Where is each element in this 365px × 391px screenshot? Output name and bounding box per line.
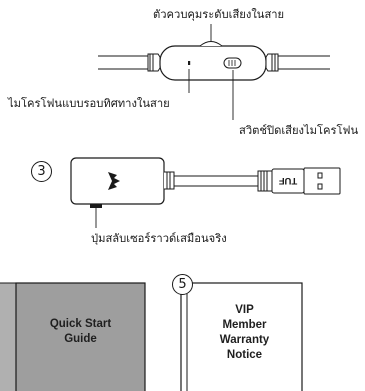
surround-toggle-label: ปุ่มสลับเซอร์ราวด์เสมือนจริง	[91, 232, 227, 245]
quick-start-guide-booklet	[0, 282, 146, 391]
warranty-notice-text: VIP Member Warranty Notice	[219, 304, 270, 361]
mic-mute-switch-label: สวิตช์ปิดเสียงไมโครโฟน	[239, 124, 359, 137]
warranty-notice-card	[180, 282, 303, 391]
step-number-5: 5	[172, 274, 193, 295]
volume-control-label: ตัวควบคุมระดับเสียงในสาย	[153, 8, 285, 21]
inline-remote-illustration	[98, 41, 330, 81]
step-number-3: 3	[31, 161, 52, 182]
surround-dongle-illustration	[70, 157, 341, 208]
quick-start-guide-text: Quick Start Guide	[49, 318, 112, 345]
usb-brand-text: TUF	[279, 175, 298, 186]
inline-mic-label: ไมโครโฟนแบบรอบทิศทางในสาย	[8, 97, 170, 110]
remote-leader-lines	[188, 24, 234, 120]
